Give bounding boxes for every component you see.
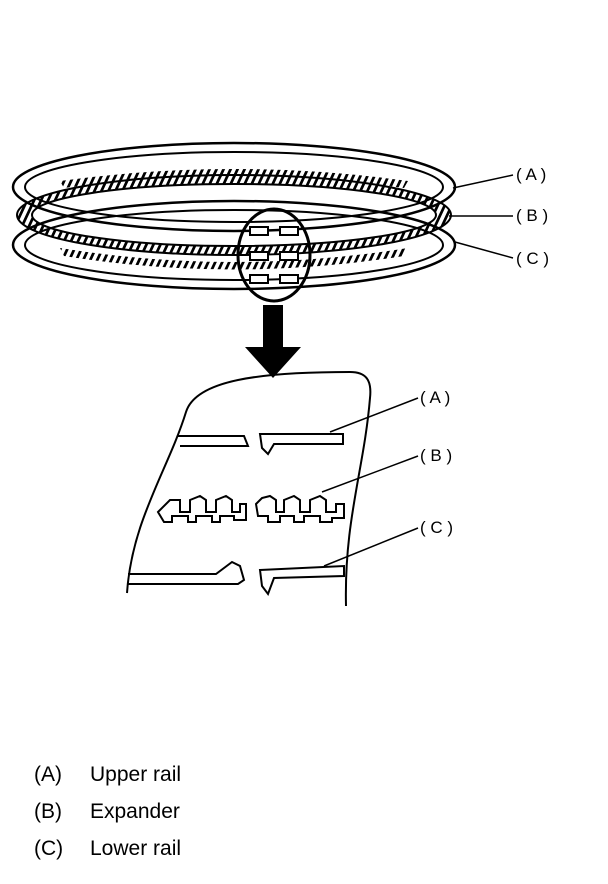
legend-label: Upper rail: [90, 763, 182, 786]
detail-callout-leaders: [321, 397, 419, 567]
legend-row-lower-rail: (C) Lower rail: [34, 838, 181, 875]
ring-gap-markers: [249, 226, 299, 284]
callout-b-top: ( B ): [516, 206, 548, 225]
legend-label: Expander: [90, 800, 180, 823]
legend-row-expander: (B) Expander: [34, 801, 181, 838]
lower-rail-ring: [11, 199, 457, 291]
legend-label: Lower rail: [90, 837, 182, 860]
legend-key: (B): [34, 800, 62, 823]
parts-legend: (A) Upper rail (B) Expander (C) Lower ra…: [34, 764, 181, 875]
legend-row-upper-rail: (A) Upper rail: [34, 764, 181, 801]
callout-a-detail: ( A ): [420, 388, 450, 407]
callout-c-detail: ( C ): [420, 518, 453, 537]
legend-key: (A): [34, 763, 62, 786]
callout-a-top: ( A ): [516, 165, 546, 184]
top-callout-leaders: [449, 174, 514, 259]
enlarged-gap-detail: [126, 370, 372, 607]
callout-c-top: ( C ): [516, 249, 549, 268]
callout-b-detail: ( B ): [420, 446, 452, 465]
down-arrow-icon: [245, 305, 301, 378]
ring-assembly: [11, 141, 457, 303]
legend-key: (C): [34, 837, 64, 860]
expander-ring: [16, 174, 452, 256]
detail-highlight-ellipse: [236, 207, 312, 303]
